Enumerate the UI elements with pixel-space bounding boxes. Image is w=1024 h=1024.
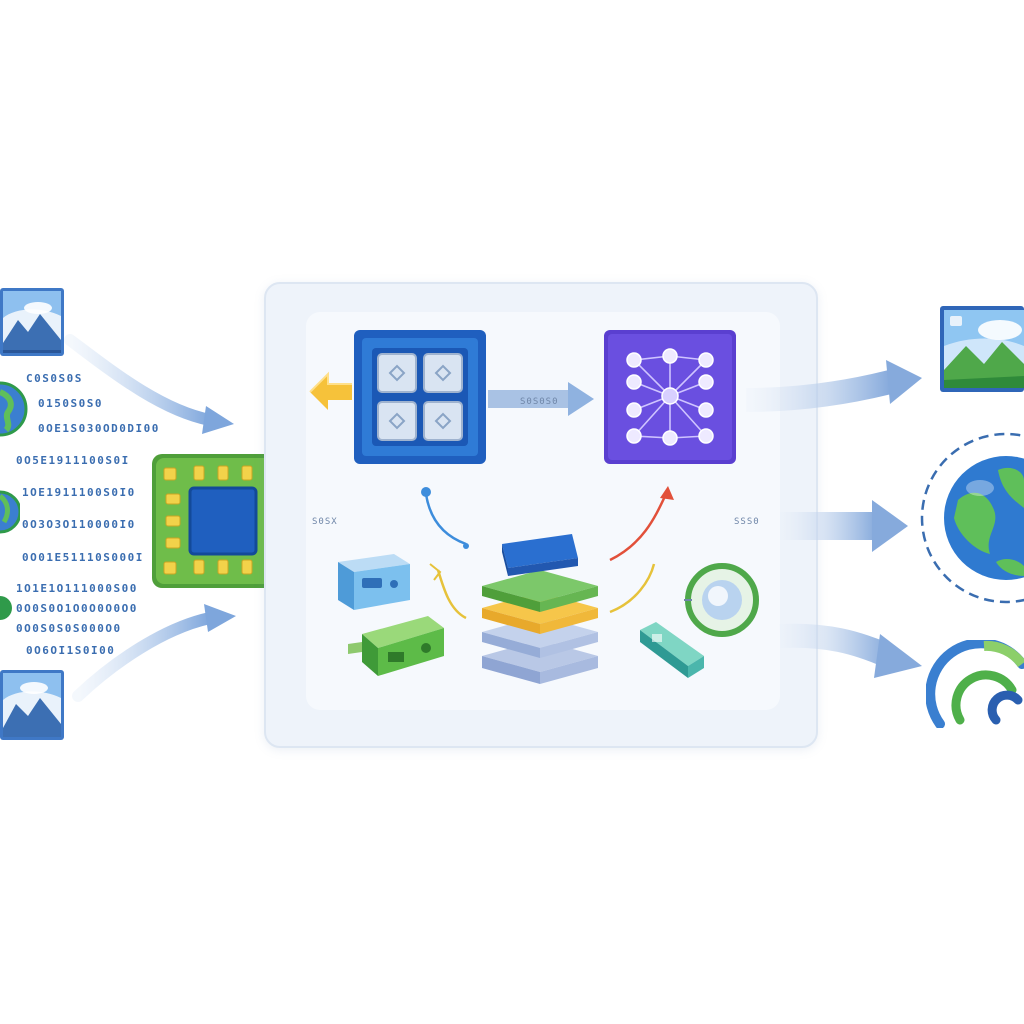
pipeline-label: S0S0S0 <box>520 397 559 407</box>
database-stack-icon <box>482 534 598 684</box>
binary-line: 0OE1S030OD0DI00 <box>38 422 160 435</box>
input-arrow-icon <box>309 371 352 410</box>
globe-icon <box>0 490 20 534</box>
flow-arrow <box>64 334 234 434</box>
image-input-icon <box>0 288 64 356</box>
processor-chip-icon <box>354 330 486 464</box>
data-connectors <box>421 486 674 620</box>
flow-arrow <box>779 623 922 678</box>
binary-line: 1OE1911100S0I0 <box>22 486 136 499</box>
flow-arrow <box>745 360 922 412</box>
circuit-board-icon <box>152 454 294 588</box>
flow-arrow <box>488 382 594 416</box>
binary-line: 1O1E1O111000S00 <box>16 582 138 595</box>
globe-icon <box>0 381 28 437</box>
binary-line: 0O5E1911100S0I <box>16 454 130 467</box>
connector-module-icon <box>640 622 704 678</box>
panel-label-left: S0SX <box>312 517 338 527</box>
panel-label-right: SSS0 <box>734 517 760 527</box>
binary-line: 0O0S0O1O0O0O0O0 <box>16 602 138 615</box>
binary-line: 0O01E51110S000I <box>22 551 144 564</box>
binary-line: 0O6OI1S0I00 <box>26 644 116 657</box>
flow-arrow <box>780 500 908 552</box>
binary-line: 0O3O3O110000I0 <box>22 518 136 531</box>
neural-network-icon <box>604 330 736 464</box>
storage-module-icon <box>348 616 444 676</box>
globe-output-icon <box>920 432 1024 604</box>
binary-line: 0O0S0S0S000O0 <box>16 622 122 635</box>
flow-arrow <box>72 604 236 702</box>
sensor-ring-icon <box>684 563 759 637</box>
image-input-icon <box>0 670 64 740</box>
image-output-icon <box>940 306 1024 392</box>
globe-icon <box>0 596 12 620</box>
gauge-ring-icon <box>926 640 1024 728</box>
server-module-icon <box>338 554 410 610</box>
binary-line: C0S0S0S <box>26 372 83 385</box>
binary-line: 0150S0S0 <box>38 397 103 410</box>
